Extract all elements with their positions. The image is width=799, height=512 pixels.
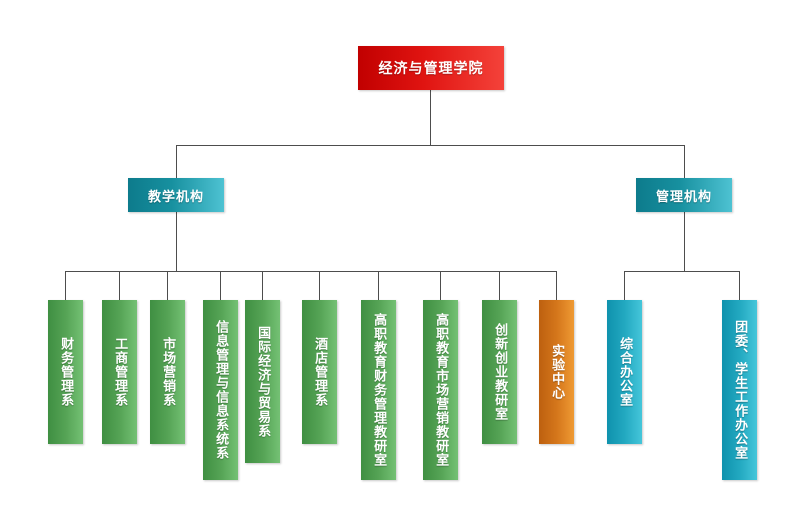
connector-drop-unit-5: [262, 271, 263, 300]
connector-root-stem: [430, 90, 431, 145]
node-root[interactable]: 经济与管理学院: [358, 46, 504, 90]
connector-drop-admin: [684, 145, 685, 178]
node-admin-2-label: 团委、学生工作办公室: [732, 320, 748, 460]
connector-teaching-stem: [176, 212, 177, 271]
node-unit-business-administration[interactable]: 工商管理系: [102, 300, 137, 444]
connector-drop-unit-3: [167, 271, 168, 300]
node-unit-8-label: 高职教育市场营销教研室: [433, 313, 449, 467]
node-branch-admin[interactable]: 管理机构: [636, 178, 732, 212]
node-unit-hotel-management[interactable]: 酒店管理系: [302, 300, 337, 444]
connector-drop-unit-10: [556, 271, 557, 300]
node-branch-teaching-label: 教学机构: [147, 189, 204, 205]
node-root-label: 经济与管理学院: [378, 61, 484, 77]
node-unit-experiment-center[interactable]: 实验中心: [539, 300, 574, 444]
connector-drop-unit-1: [65, 271, 66, 300]
connector-drop-admin-2: [739, 271, 740, 300]
connector-drop-unit-2: [119, 271, 120, 300]
connector-drop-unit-7: [378, 271, 379, 300]
node-unit-innovation-entrepreneurship-teaching-office[interactable]: 创新创业教研室: [482, 300, 517, 444]
node-unit-marketing[interactable]: 市场营销系: [150, 300, 185, 444]
node-unit-3-label: 市场营销系: [160, 337, 176, 407]
node-unit-finance-management[interactable]: 财务管理系: [48, 300, 83, 444]
node-admin-1-label: 综合办公室: [617, 337, 633, 407]
node-unit-6-label: 酒店管理系: [312, 337, 328, 407]
connector-level1-bus: [176, 145, 685, 146]
node-unit-9-label: 创新创业教研室: [492, 323, 508, 421]
node-branch-teaching[interactable]: 教学机构: [128, 178, 224, 212]
connector-drop-unit-8: [440, 271, 441, 300]
connector-drop-unit-6: [319, 271, 320, 300]
node-admin-general-office[interactable]: 综合办公室: [607, 300, 642, 444]
node-unit-vocational-finance-teaching-office[interactable]: 高职教育财务管理教研室: [361, 300, 396, 480]
node-unit-vocational-marketing-teaching-office[interactable]: 高职教育市场营销教研室: [423, 300, 458, 480]
connector-drop-teaching: [176, 145, 177, 178]
connector-admin-bus: [624, 271, 739, 272]
node-branch-admin-label: 管理机构: [655, 189, 712, 205]
connector-teaching-bus: [65, 271, 556, 272]
node-unit-4-label: 信息管理与信息系统系: [213, 320, 229, 460]
connector-drop-unit-4: [220, 271, 221, 300]
node-unit-7-label: 高职教育财务管理教研室: [371, 313, 387, 467]
node-unit-1-label: 财务管理系: [58, 337, 74, 407]
node-unit-2-label: 工商管理系: [112, 337, 128, 407]
node-unit-information-management-systems[interactable]: 信息管理与信息系统系: [203, 300, 238, 480]
node-unit-5-label: 国际经济与贸易系: [255, 325, 271, 438]
node-admin-youth-league-student-affairs-office[interactable]: 团委、学生工作办公室: [722, 300, 757, 480]
connector-drop-unit-9: [499, 271, 500, 300]
connector-drop-admin-1: [624, 271, 625, 300]
node-unit-10-label: 实验中心: [549, 344, 565, 400]
node-unit-international-economics-trade[interactable]: 国际经济与贸易系: [245, 300, 280, 463]
connector-admin-stem: [684, 212, 685, 271]
